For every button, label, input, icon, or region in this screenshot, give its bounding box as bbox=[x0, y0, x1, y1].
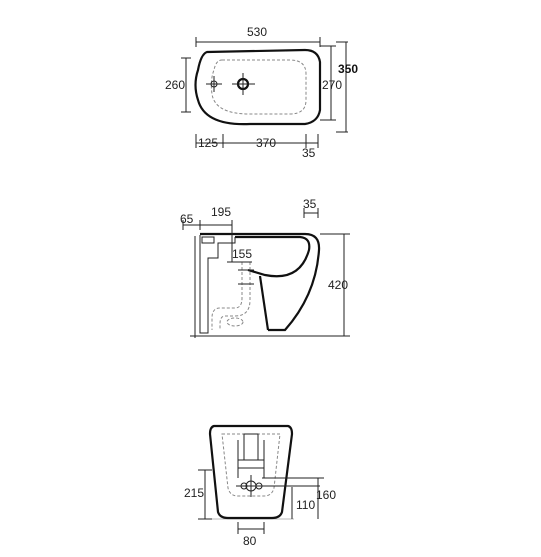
side-view: 65 195 35 155 420 bbox=[180, 197, 350, 338]
side-back-block bbox=[199, 235, 236, 334]
trap-pipe bbox=[211, 262, 243, 330]
bowl-inner bbox=[235, 235, 311, 278]
front-view-inner bbox=[221, 433, 281, 497]
dim-side-right-label: 35 bbox=[303, 197, 317, 211]
dim-drain-height-label: 155 bbox=[232, 247, 252, 261]
dim-offset-right-label: 35 bbox=[302, 146, 316, 160]
top-view-outline bbox=[194, 48, 322, 126]
pedestal-front bbox=[258, 275, 270, 331]
dim-side-mid-label: 195 bbox=[211, 205, 231, 219]
top-view: 530 260 270 350 125 370 35 bbox=[165, 25, 358, 160]
side-tap-block bbox=[201, 236, 215, 244]
dim-side-left-label: 65 bbox=[180, 212, 194, 226]
top-view-rim bbox=[210, 59, 307, 115]
dim-front-high-label: 160 bbox=[316, 488, 336, 502]
dim-width-label: 530 bbox=[247, 25, 267, 39]
dim-total-height-side-label: 420 bbox=[328, 278, 348, 292]
front-view: 215 110 160 80 bbox=[184, 424, 336, 548]
dim-total-height-label: 350 bbox=[338, 62, 358, 76]
dim-front-left-label: 215 bbox=[184, 486, 204, 500]
dim-right-height-label: 270 bbox=[322, 78, 342, 92]
front-tap-block bbox=[243, 433, 259, 461]
dim-offset-left-label: 125 bbox=[198, 136, 218, 150]
dim-offset-mid-label: 370 bbox=[256, 136, 276, 150]
dim-left-height-label: 260 bbox=[165, 78, 185, 92]
dim-front-low-label: 110 bbox=[296, 498, 315, 512]
front-view-outline bbox=[208, 424, 294, 520]
side-view-bowl bbox=[200, 232, 321, 332]
dim-front-base-label: 80 bbox=[243, 534, 257, 548]
